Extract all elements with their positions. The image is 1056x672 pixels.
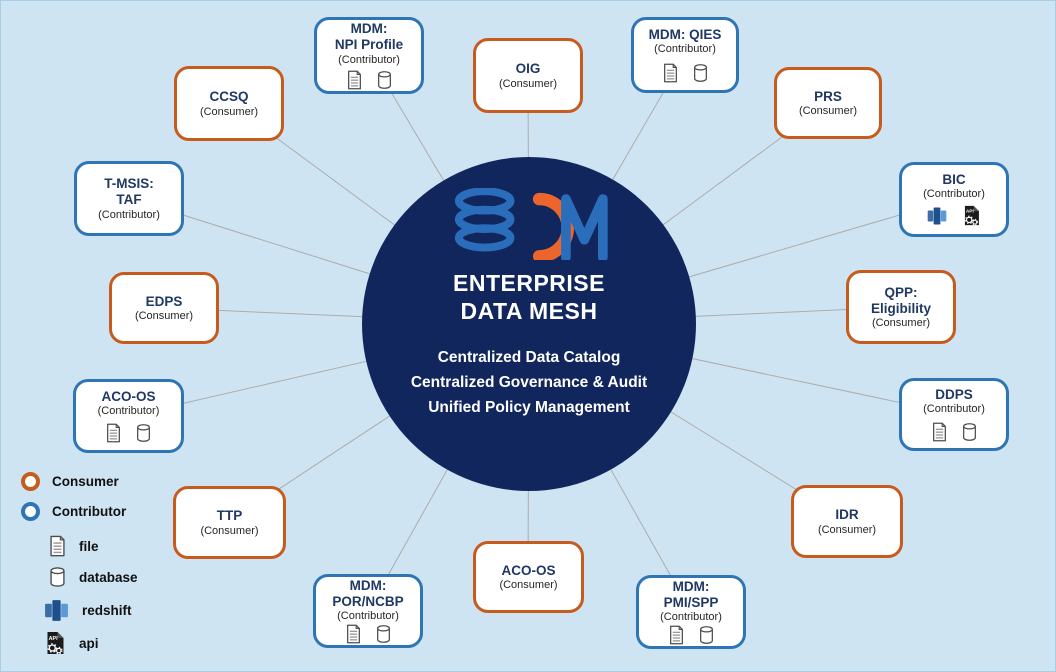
node-title: CCSQ bbox=[209, 89, 249, 105]
node-role: (Consumer) bbox=[199, 105, 259, 118]
database-icon bbox=[375, 624, 392, 644]
node-title: ACO-OS bbox=[101, 388, 156, 404]
node-role: (Contributor) bbox=[923, 188, 985, 201]
node-role: (Consumer) bbox=[498, 77, 558, 90]
file-icon bbox=[662, 63, 679, 83]
hub-subtitle-line1: Centralized Data Catalog bbox=[437, 349, 621, 367]
node-mdm-pmi-spp: MDM: PMI/SPP (Contributor) bbox=[636, 575, 746, 649]
file-icon bbox=[105, 423, 122, 443]
node-role: (Consumer) bbox=[134, 310, 194, 323]
hub-subtitle-line2: Centralized Governance & Audit bbox=[410, 374, 648, 392]
node-icons bbox=[662, 63, 709, 83]
node-bic: BIC (Contributor) bbox=[899, 162, 1009, 237]
node-title: T-MSIS: TAF bbox=[104, 176, 154, 207]
file-icon bbox=[345, 624, 362, 644]
legend-item-database: database bbox=[48, 566, 138, 588]
node-title: EDPS bbox=[145, 293, 183, 309]
node-aco-os-consumer: ACO-OS (Consumer) bbox=[473, 541, 584, 613]
node-role: (Consumer) bbox=[871, 317, 931, 330]
hub-title-line1: ENTERPRISE bbox=[453, 270, 605, 296]
consumer-ring-icon bbox=[21, 472, 40, 491]
node-title: MDM: NPI Profile bbox=[334, 21, 404, 52]
node-role: (Contributor) bbox=[654, 43, 716, 56]
node-qpp-eligibility: QPP: Eligibility (Consumer) bbox=[846, 270, 956, 344]
legend-item-api: api bbox=[43, 630, 138, 656]
node-title: ACO-OS bbox=[501, 562, 556, 578]
redshift-icon bbox=[926, 205, 948, 227]
logo-m-letter bbox=[561, 194, 608, 260]
legend-label: redshift bbox=[82, 603, 132, 618]
edm-logo bbox=[454, 188, 608, 260]
node-mdm-npi-profile: MDM: NPI Profile (Contributor) bbox=[314, 17, 424, 94]
node-ttp: TTP (Consumer) bbox=[173, 486, 286, 559]
node-ccsq: CCSQ (Consumer) bbox=[174, 66, 284, 141]
redshift-icon bbox=[43, 597, 70, 624]
node-idr: IDR (Consumer) bbox=[791, 485, 903, 558]
node-icons bbox=[346, 70, 393, 90]
node-title: OIG bbox=[515, 61, 541, 77]
node-role: (Consumer) bbox=[817, 523, 877, 536]
node-title: DDPS bbox=[935, 386, 973, 402]
node-oig: OIG (Consumer) bbox=[473, 38, 583, 113]
node-role: (Contributor) bbox=[97, 405, 160, 418]
database-icon bbox=[135, 423, 152, 443]
node-title: MDM: PMI/SPP bbox=[663, 578, 719, 610]
hub-title: ENTERPRISE DATA MESH bbox=[453, 270, 605, 325]
node-role: (Contributor) bbox=[98, 208, 160, 221]
node-title: TTP bbox=[216, 508, 243, 524]
node-role: (Contributor) bbox=[660, 611, 722, 624]
hub-subtitle-line3: Unified Policy Management bbox=[428, 399, 630, 417]
node-ddps: DDPS (Contributor) bbox=[899, 378, 1009, 451]
legend-label: file bbox=[79, 538, 99, 554]
api-icon bbox=[43, 630, 67, 656]
node-title: BIC bbox=[942, 171, 966, 187]
hub-title-line2: DATA MESH bbox=[460, 297, 598, 324]
legend-item-file: file bbox=[48, 535, 138, 557]
legend-label: Consumer bbox=[52, 474, 119, 489]
database-icon bbox=[698, 625, 715, 645]
node-mdm-por-ncbp: MDM: POR/NCBP (Contributor) bbox=[313, 574, 423, 648]
node-title: MDM: POR/NCBP bbox=[332, 577, 404, 609]
enterprise-data-mesh-hub: ENTERPRISE DATA MESH Centralized Data Ca… bbox=[362, 157, 696, 491]
node-icons bbox=[345, 624, 392, 644]
node-title: PRS bbox=[814, 88, 842, 104]
legend-item-consumer: Consumer bbox=[21, 472, 138, 491]
legend-label: api bbox=[79, 635, 99, 651]
node-mdm-qies: MDM: QIES (Contributor) bbox=[631, 17, 739, 93]
hub-subtitle: Centralized Data Catalog Centralized Gov… bbox=[411, 345, 647, 420]
node-title: MDM: QIES bbox=[648, 26, 722, 42]
legend-item-redshift: redshift bbox=[43, 597, 138, 624]
database-icon bbox=[376, 70, 393, 90]
database-icon bbox=[48, 566, 67, 588]
node-role: (Consumer) bbox=[499, 579, 558, 592]
legend: Consumer Contributor file database redsh… bbox=[21, 472, 138, 662]
file-icon bbox=[346, 70, 363, 90]
legend-label: database bbox=[79, 569, 138, 585]
node-icons bbox=[926, 204, 982, 227]
node-edps: EDPS (Consumer) bbox=[109, 272, 219, 344]
node-icons bbox=[668, 625, 715, 645]
file-icon bbox=[668, 625, 685, 645]
node-role: (Contributor) bbox=[337, 610, 399, 623]
file-icon bbox=[48, 535, 67, 557]
api-icon bbox=[961, 204, 982, 227]
node-icons bbox=[105, 423, 152, 443]
file-icon bbox=[931, 422, 948, 442]
legend-item-contributor: Contributor bbox=[21, 502, 138, 521]
node-role: (Contributor) bbox=[338, 53, 400, 66]
node-role: (Contributor) bbox=[923, 403, 985, 416]
database-icon bbox=[961, 422, 978, 442]
node-role: (Consumer) bbox=[798, 105, 858, 118]
contributor-ring-icon bbox=[21, 502, 40, 521]
node-role: (Consumer) bbox=[200, 524, 259, 537]
node-prs: PRS (Consumer) bbox=[774, 67, 882, 139]
legend-label: Contributor bbox=[52, 504, 127, 519]
node-title: QPP: Eligibility bbox=[870, 284, 931, 316]
database-icon bbox=[692, 63, 709, 83]
node-icons bbox=[931, 422, 978, 442]
node-aco-os-contributor: ACO-OS (Contributor) bbox=[73, 379, 184, 453]
node-t-msis-taf: T-MSIS: TAF (Contributor) bbox=[74, 161, 184, 236]
node-title: IDR bbox=[835, 507, 859, 523]
